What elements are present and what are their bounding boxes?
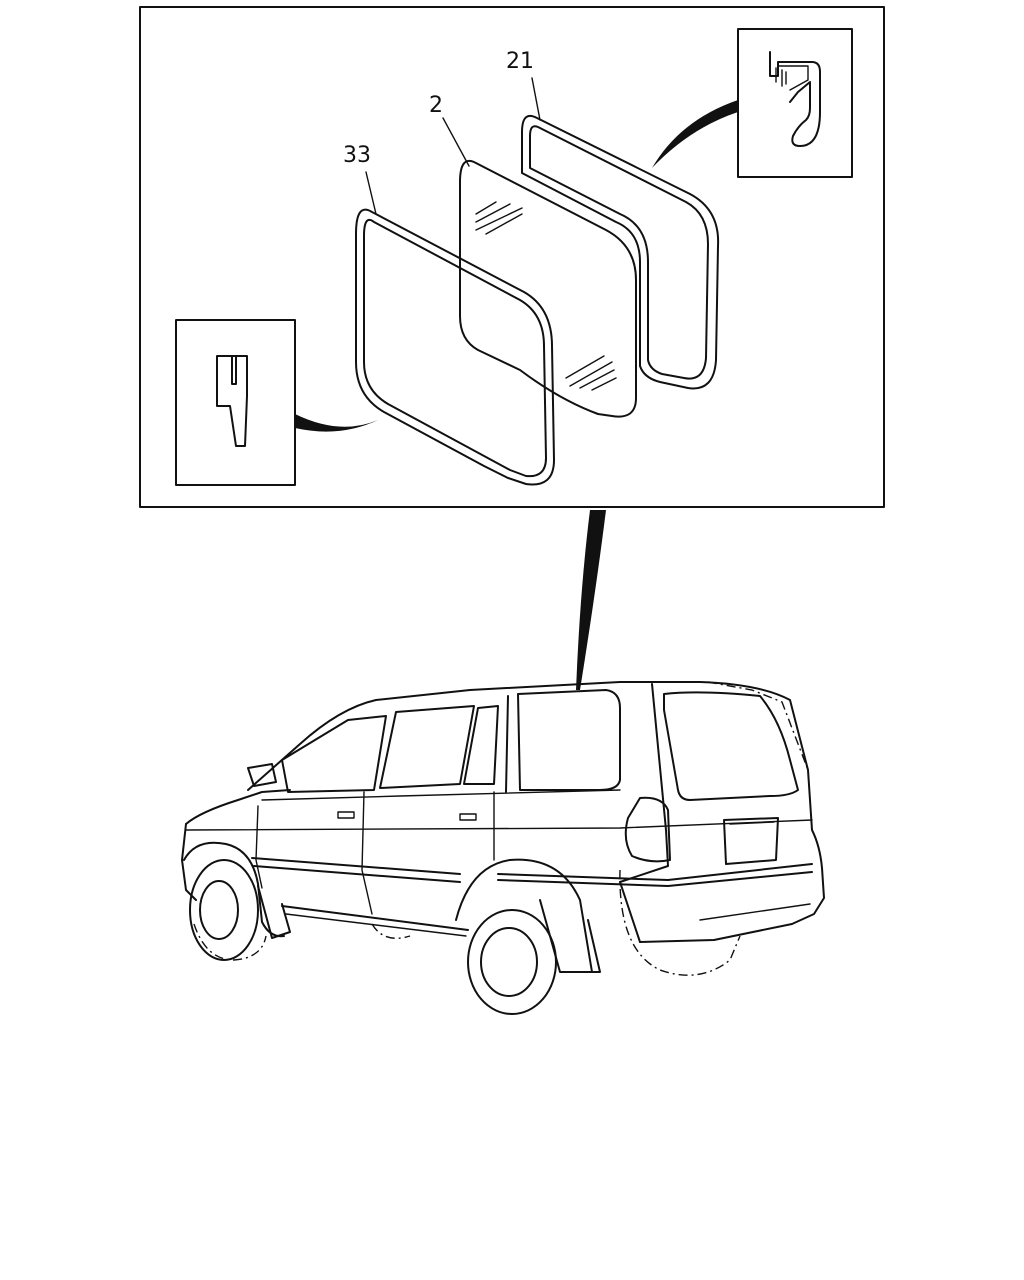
part-33-inner-weatherstrip <box>355 208 555 486</box>
part-2-glass <box>459 160 637 418</box>
vehicle-illustration <box>181 681 825 1015</box>
leader-21 <box>531 77 541 121</box>
leader-arrow-upper <box>652 100 738 168</box>
leader-arrow-lower <box>295 414 378 432</box>
callout-33: 33 <box>343 143 371 168</box>
leader-33 <box>365 171 377 215</box>
detail-frame <box>139 6 885 508</box>
callout-21: 21 <box>506 49 534 74</box>
part-21-outer-weatherstrip <box>521 114 720 390</box>
callout-2: 2 <box>429 93 443 118</box>
inset-inner-seal-section <box>175 319 296 486</box>
inset-outer-seal-section <box>737 28 853 178</box>
leader-2 <box>442 117 470 167</box>
detail-pointer-arrow <box>576 510 606 690</box>
